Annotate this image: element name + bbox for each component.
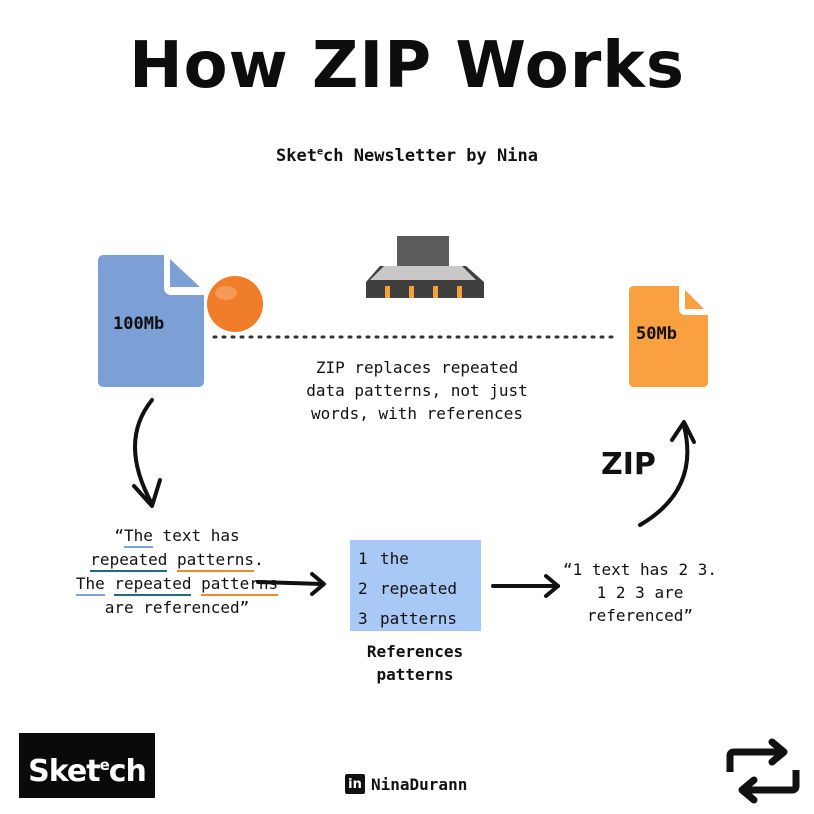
reference-word: patterns	[380, 609, 458, 628]
text-seg-1: text has	[152, 526, 240, 545]
subtitle: Sketech Newsletter by Nina	[0, 146, 814, 166]
subtitle-pre: Sket	[276, 146, 317, 166]
reference-row: 1 the	[358, 544, 481, 574]
repost-icon	[726, 738, 800, 804]
footer-name[interactable]: NinaDurann	[371, 774, 468, 794]
source-document-icon	[98, 255, 204, 387]
brand-sup: e	[99, 756, 110, 774]
text-seg-5	[191, 574, 201, 593]
curved-arrow-up-icon	[638, 420, 696, 527]
brand-pre: Sket	[28, 754, 100, 789]
orange-ball-icon	[207, 276, 263, 332]
word-the-2: The	[75, 574, 105, 596]
compressed-text: “1 text has 2 3. 1 2 3 are referenced”	[562, 560, 718, 625]
word-repeated-2: repeated	[114, 574, 192, 596]
reference-word: the	[380, 549, 409, 568]
explanation-text: ZIP replaces repeated data patterns, not…	[306, 358, 528, 423]
reference-number: 3	[358, 609, 368, 628]
word-the-1: The	[124, 526, 153, 548]
zip-label: ZIP	[601, 447, 656, 482]
reference-number: 2	[358, 579, 368, 598]
text-seg-2	[167, 550, 177, 569]
text-seg-4	[105, 574, 115, 593]
reference-row: 2 repeated	[358, 574, 481, 604]
references-caption: References patterns	[366, 642, 464, 684]
brand-post: ch	[108, 754, 147, 789]
output-file-size: 50Mb	[636, 324, 677, 344]
word-patterns-1: patterns	[177, 550, 255, 572]
text-seg-6: are referenced”	[104, 598, 250, 617]
subtitle-sup: e	[316, 146, 324, 158]
brand-logo: Sketech	[19, 733, 155, 798]
page-title: How ZIP Works	[129, 29, 685, 103]
footer-credit[interactable]: in NinaDurann	[345, 773, 467, 795]
reference-word: repeated	[380, 579, 458, 598]
references-table: 1 the 2 repeated 3 patterns	[350, 540, 481, 631]
curved-arrow-down-icon	[132, 398, 162, 508]
zip-slider-icon	[366, 236, 484, 298]
linkedin-icon[interactable]: in	[345, 774, 365, 794]
text-seg-3: .	[254, 550, 264, 569]
original-text: “The text has repeated patterns. The rep…	[72, 524, 282, 620]
reference-row: 3 patterns	[358, 604, 481, 634]
word-repeated-1: repeated	[90, 550, 168, 572]
word-patterns-2: patterns	[201, 574, 279, 596]
subtitle-post: ch Newsletter by Nina	[323, 146, 538, 166]
open-quote: “	[114, 526, 125, 545]
arrow-right-icon	[256, 572, 326, 596]
reference-number: 1	[358, 549, 368, 568]
output-document-icon	[629, 286, 708, 387]
arrow-right-icon-2	[491, 574, 560, 598]
source-file-size: 100Mb	[113, 314, 165, 334]
